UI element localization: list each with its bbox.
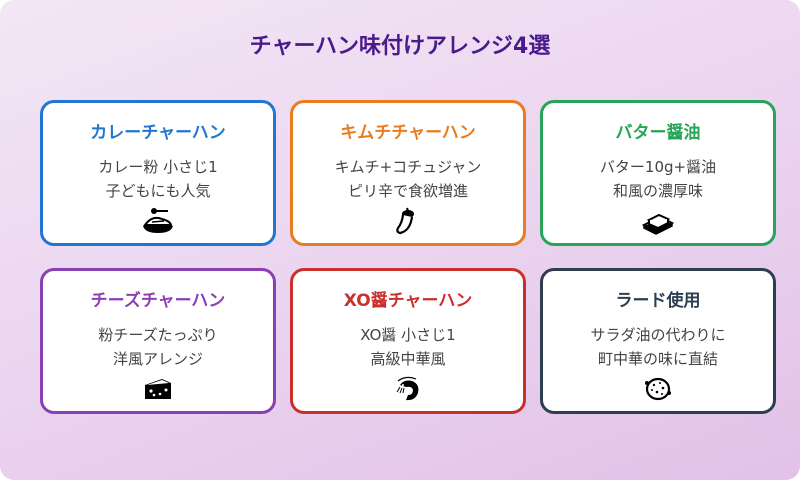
card-title: バター醤油	[615, 123, 701, 143]
card-cheese: チーズチャーハン 粉チーズたっぷり 洋風アレンジ	[40, 268, 276, 414]
card-line-1: キムチ+コチュジャン	[334, 158, 482, 176]
cheese-icon	[145, 379, 171, 399]
card-curry: カレーチャーハン カレー粉 小さじ1 子どもにも人気	[40, 100, 276, 246]
card-line-2: 和風の濃厚味	[612, 182, 703, 200]
card-xo-sauce: XO醤チャーハン XO醤 小さじ1 高級中華風	[290, 268, 526, 414]
card-line-2: ピリ辛で食欲増進	[347, 182, 468, 200]
card-line-2: 高級中華風	[370, 350, 446, 368]
card-line-2: 町中華の味に直結	[597, 350, 718, 368]
card-title: チーズチャーハン	[90, 291, 226, 311]
curry-plate-icon	[143, 208, 173, 233]
shrimp-icon	[396, 376, 419, 401]
butter-icon	[641, 213, 675, 235]
card-line-1: 粉チーズたっぷり	[98, 326, 218, 344]
chili-pepper-icon	[396, 207, 414, 235]
card-title: XO醤チャーハン	[343, 291, 473, 311]
card-lard: ラード使用 サラダ油の代わりに 町中華の味に直結	[540, 268, 776, 414]
page-title: チャーハン味付けアレンジ4選	[249, 34, 551, 59]
frying-pan-icon	[645, 377, 671, 401]
card-line-1: カレー粉 小さじ1	[98, 158, 218, 176]
card-title: カレーチャーハン	[90, 123, 226, 143]
card-butter-soy: バター醤油 バター10g+醤油 和風の濃厚味	[540, 100, 776, 246]
card-title: ラード使用	[615, 291, 701, 311]
card-kimchi: キムチチャーハン キムチ+コチュジャン ピリ辛で食欲増進	[290, 100, 526, 246]
card-line-1: バター10g+醤油	[599, 158, 717, 176]
card-line-1: XO醤 小さじ1	[360, 326, 456, 344]
card-line-2: 子どもにも人気	[105, 182, 211, 200]
card-line-1: サラダ油の代わりに	[590, 326, 726, 344]
card-line-2: 洋風アレンジ	[112, 350, 203, 368]
card-title: キムチチャーハン	[340, 123, 476, 143]
